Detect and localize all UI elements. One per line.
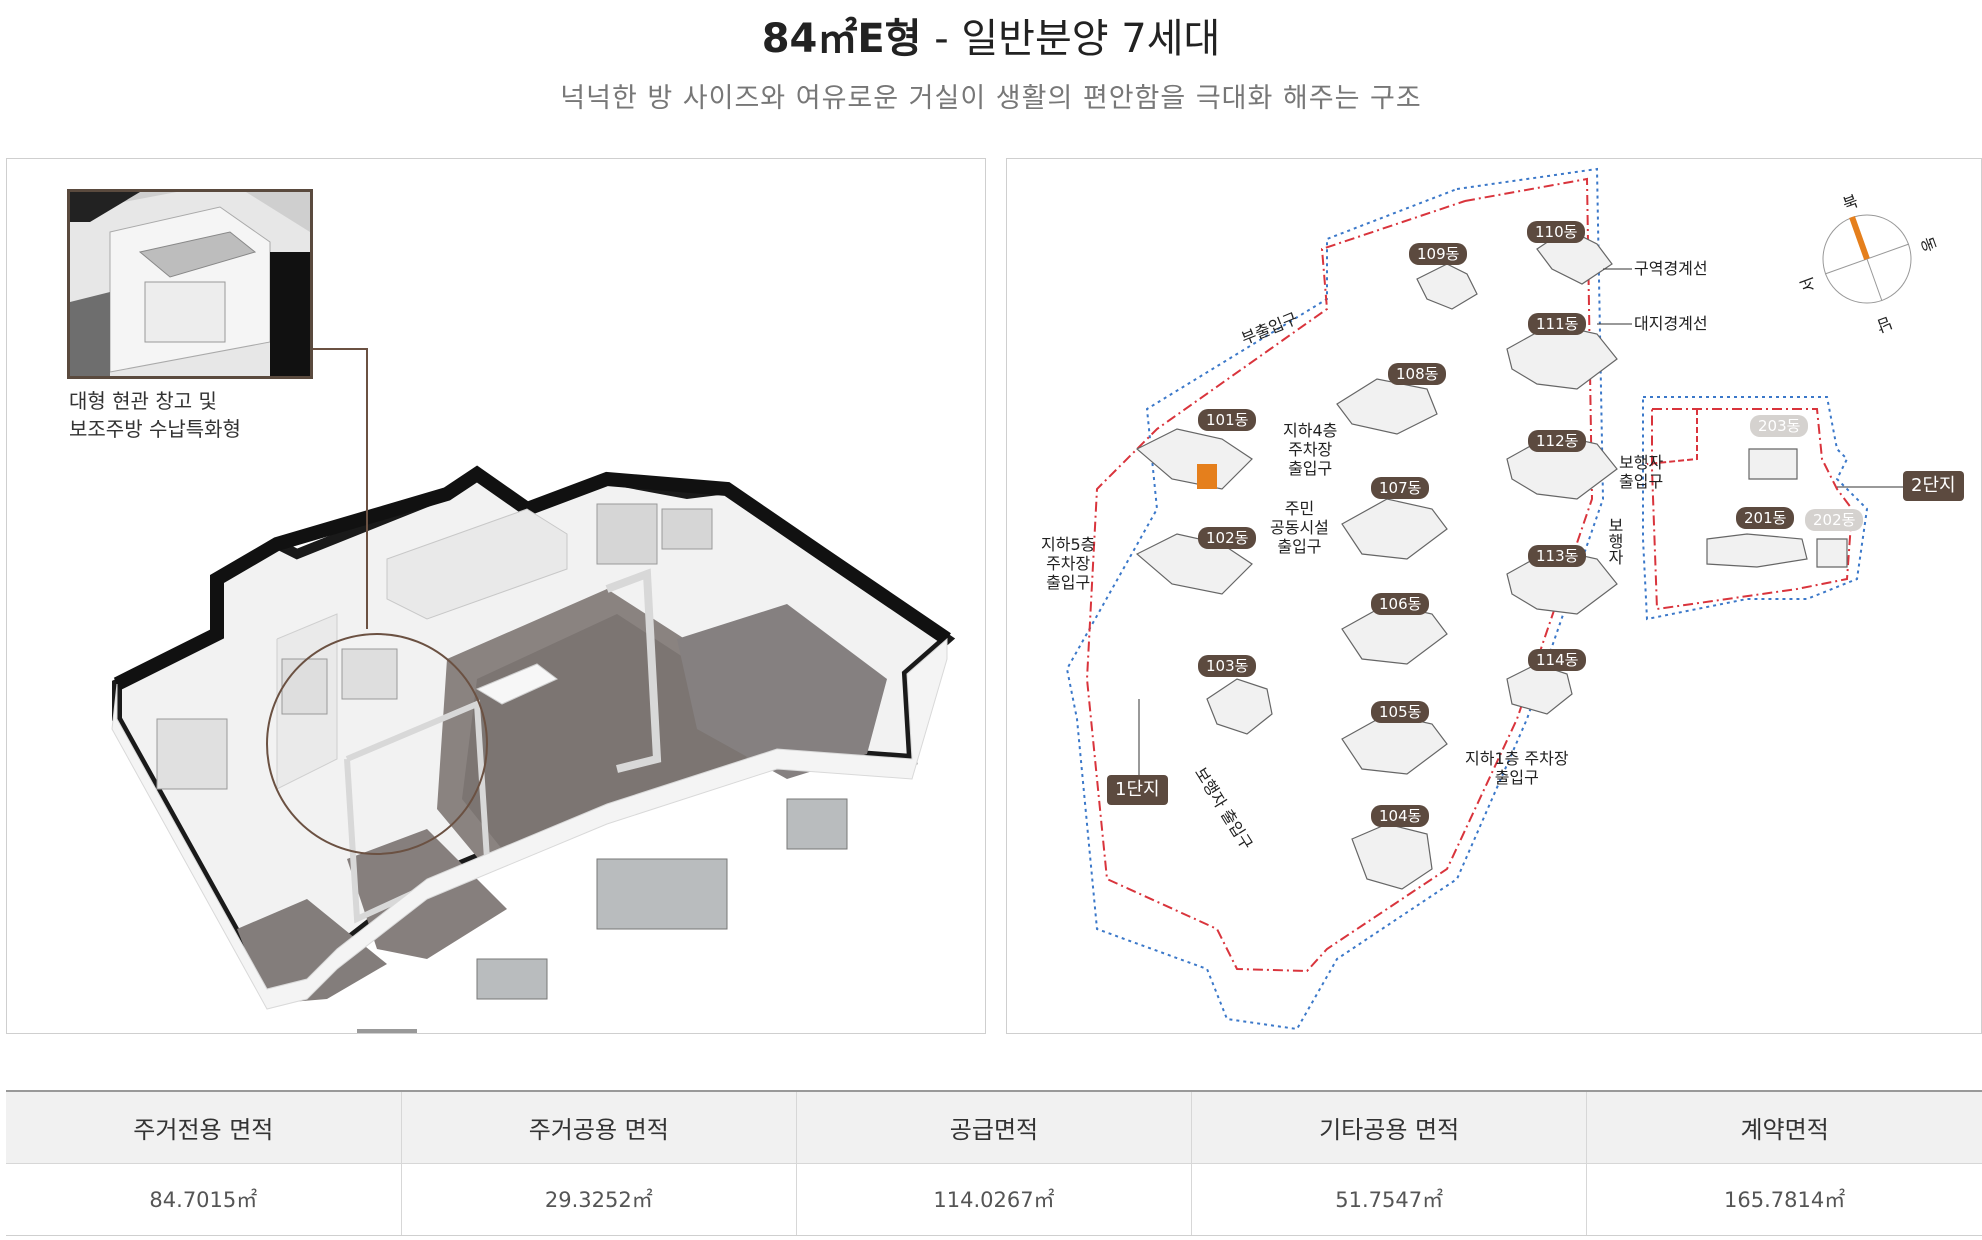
value-residential-common-area: 29.3252㎡ — [400, 1162, 797, 1236]
pedestrian-entrance-vertical-label: 보행자 — [1605, 517, 1624, 565]
b5-parking-entrance-label: 지하5층 주차장 출입구 — [1041, 535, 1096, 592]
storage-detail-inset — [67, 189, 313, 379]
building-104[interactable]: 104동 — [1371, 805, 1430, 827]
b4-parking-entrance-label: 지하4층 주차장 출입구 — [1283, 421, 1338, 478]
value-other-common-area: 51.7547㎡ — [1191, 1162, 1587, 1236]
community-entrance-label: 주민 공동시설 출입구 — [1270, 499, 1329, 556]
building-108[interactable]: 108동 — [1388, 363, 1447, 385]
building-114[interactable]: 114동 — [1528, 649, 1587, 671]
b1-parking-entrance-label: 지하1층 주차장 출입구 — [1465, 749, 1569, 787]
building-102[interactable]: 102동 — [1198, 527, 1257, 549]
building-107[interactable]: 107동 — [1371, 477, 1430, 499]
header-supply-area: 공급면적 — [795, 1090, 1192, 1163]
building-106[interactable]: 106동 — [1371, 593, 1430, 615]
value-contract-area: 165.7814㎡ — [1586, 1162, 1982, 1236]
building-203[interactable]: 203동 — [1750, 415, 1809, 437]
building-202[interactable]: 202동 — [1805, 509, 1864, 531]
complex-1-label[interactable]: 1단지 — [1107, 775, 1168, 805]
header-residential-common-area: 주거공용 면적 — [400, 1090, 797, 1163]
value-exclusive-area: 84.7015㎡ — [6, 1162, 402, 1236]
header-exclusive-area: 주거전용 면적 — [6, 1090, 402, 1163]
inset-caption: 대형 현관 창고 및 보조주방 수납특화형 — [69, 389, 241, 441]
site-plan-panel: 109동 110동 111동 108동 101동 112동 107동 102동 … — [1006, 158, 1982, 1034]
site-plan-map — [1065, 167, 1912, 1031]
value-supply-area: 114.0267㎡ — [795, 1162, 1192, 1236]
header-contract-area: 계약면적 — [1586, 1090, 1982, 1163]
building-109[interactable]: 109동 — [1409, 243, 1468, 265]
building-112[interactable]: 112동 — [1528, 430, 1587, 452]
page-title: 84㎡E형 - 일반분양 7세대 — [0, 6, 1982, 64]
page-subtitle: 넉넉한 방 사이즈와 여유로운 거실이 생활의 편안함을 극대화 해주는 구조 — [560, 83, 1422, 114]
building-103[interactable]: 103동 — [1198, 655, 1257, 677]
building-110[interactable]: 110동 — [1527, 221, 1586, 243]
building-113[interactable]: 113동 — [1528, 545, 1587, 567]
pedestrian-entrance-right-label: 보행자 출입구 — [1619, 453, 1664, 491]
area-table-header-row: 주거전용 면적 주거공용 면적 공급면적 기타공용 면적 계약면적 — [6, 1090, 1982, 1163]
area-table: 주거전용 면적 주거공용 면적 공급면적 기타공용 면적 계약면적 84.701… — [6, 1090, 1982, 1236]
isometric-floor-plan — [111, 348, 956, 1033]
header-other-common-area: 기타공용 면적 — [1191, 1090, 1587, 1163]
unit-type: 84㎡E형 — [761, 16, 922, 62]
building-111[interactable]: 111동 — [1528, 313, 1587, 335]
zone-boundary-label: 구역경계선 — [1634, 259, 1708, 278]
building-105[interactable]: 105동 — [1371, 701, 1430, 723]
building-101[interactable]: 101동 — [1198, 409, 1257, 431]
site-boundary-label: 대지경계선 — [1634, 314, 1708, 333]
storage-detail-image — [70, 192, 310, 376]
unit-count: - 일반분양 7세대 — [921, 16, 1221, 62]
table-row: 84.7015㎡ 29.3252㎡ 114.0267㎡ 51.7547㎡ 165… — [6, 1162, 1982, 1236]
floor-plan-panel: 대형 현관 창고 및 보조주방 수납특화형 — [6, 158, 986, 1034]
complex-2-label[interactable]: 2단지 — [1903, 471, 1964, 501]
building-201[interactable]: 201동 — [1736, 507, 1795, 529]
